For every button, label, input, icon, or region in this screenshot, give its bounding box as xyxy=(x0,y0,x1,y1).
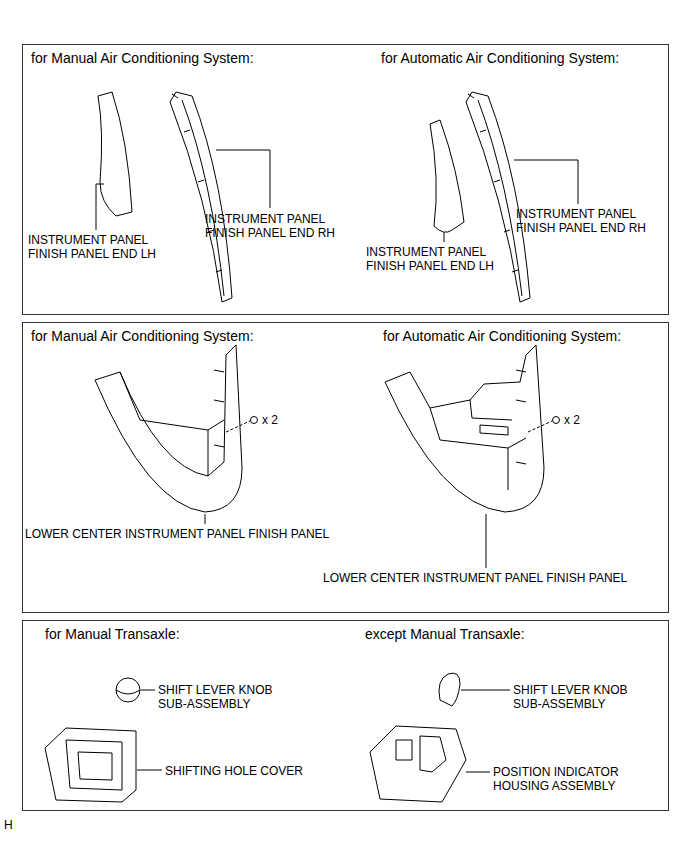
shift-knob xyxy=(439,673,460,706)
figure-panel: for Manual Air Conditioning System: for A… xyxy=(22,44,669,315)
position-indicator-housing xyxy=(370,726,466,802)
part-name: INSTRUMENT PANEL FINISH PANEL END LH xyxy=(28,233,156,261)
figure-code: H xyxy=(4,818,13,832)
quantity-callout: x 2 xyxy=(262,413,278,427)
part-name: INSTRUMENT PANEL FINISH PANEL END LH xyxy=(366,245,494,273)
figure-panel: for Manual Air Conditioning System: for A… xyxy=(22,322,669,613)
shift-knob xyxy=(116,678,140,702)
part-name: SHIFTING HOLE COVER xyxy=(165,764,303,778)
panel-heading: for Manual Air Conditioning System: xyxy=(31,50,254,66)
panel-heading: for Automatic Air Conditioning System: xyxy=(383,328,621,344)
quantity-callout: x 2 xyxy=(564,413,580,427)
panel-heading: for Manual Air Conditioning System: xyxy=(31,328,254,344)
shifting-hole-cover xyxy=(45,728,136,802)
part-name: INSTRUMENT PANEL FINISH PANEL END RH xyxy=(205,212,335,240)
panel-heading: for Manual Transaxle: xyxy=(45,626,180,642)
part-name: SHIFT LEVER KNOB SUB-ASSEMBLY xyxy=(513,683,627,711)
lower-center-panel xyxy=(95,345,242,512)
part-name: POSITION INDICATOR HOUSING ASSEMBLY xyxy=(493,765,619,793)
screw xyxy=(251,417,258,424)
lower-center-panel xyxy=(385,345,544,512)
part-name: SHIFT LEVER KNOB SUB-ASSEMBLY xyxy=(158,683,272,711)
part-name: LOWER CENTER INSTRUMENT PANEL FINISH PAN… xyxy=(25,527,329,541)
finish-panel-end-rh xyxy=(170,92,232,302)
panel-heading: for Automatic Air Conditioning System: xyxy=(381,50,619,66)
screw xyxy=(553,417,560,424)
finish-panel-end-lh xyxy=(430,120,464,232)
part-name: INSTRUMENT PANEL FINISH PANEL END RH xyxy=(516,207,646,235)
finish-panel-end-lh xyxy=(98,92,132,216)
panel-heading: except Manual Transaxle: xyxy=(365,626,525,642)
part-name: LOWER CENTER INSTRUMENT PANEL FINISH PAN… xyxy=(323,571,627,585)
